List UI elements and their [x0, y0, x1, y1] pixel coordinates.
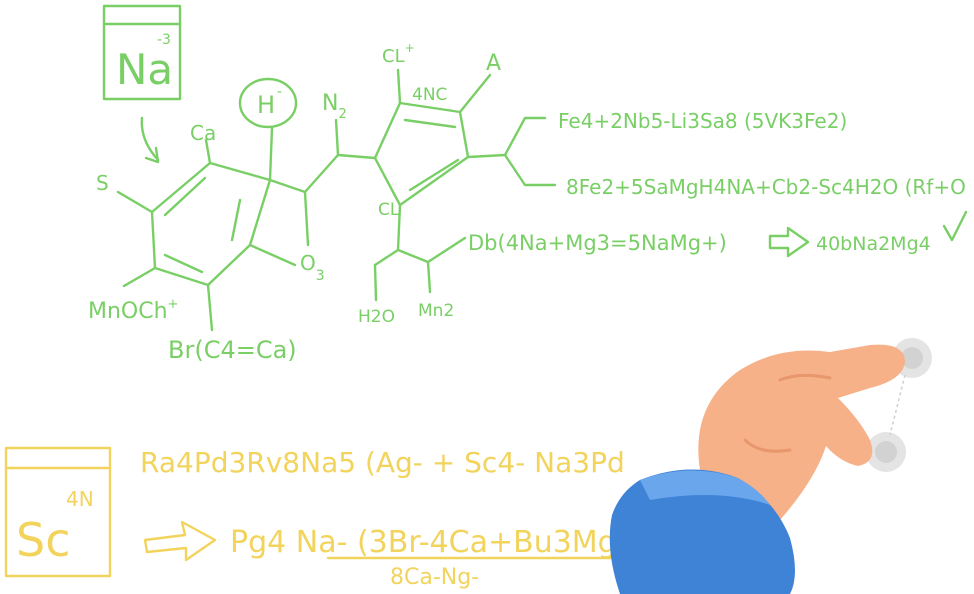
sc-superscript: 4N: [66, 487, 94, 511]
ca-label: Ca: [190, 121, 216, 145]
pointing-hand-icon: [609, 338, 932, 594]
s-label: S: [96, 171, 109, 195]
cl-plus-label: CL+: [382, 41, 415, 67]
checkmark-icon: [942, 210, 968, 242]
na-symbol: Na: [116, 45, 173, 94]
equation-db: Db(4Na+Mg3=5NaMg+): [468, 231, 727, 255]
4nc-label: 4NC: [412, 85, 447, 105]
equation-pg: Pg4 Na- (3Br-4Ca+Bu3Mg-): [230, 525, 639, 560]
mnoch-label: MnOCh+: [88, 297, 178, 324]
o3-label: O3: [300, 251, 325, 284]
sc-symbol: Sc: [16, 513, 71, 567]
h-minus-circle: H -: [238, 77, 298, 129]
pentagon-ring: [373, 68, 507, 252]
h2o-label: H2O: [358, 307, 395, 327]
touch-point-icon: [866, 338, 932, 472]
mn2-label: Mn2: [418, 301, 454, 321]
sc-element-box: Sc 4N: [4, 446, 112, 578]
h-superscript: -: [277, 84, 282, 100]
na-superscript: -3: [157, 32, 171, 48]
down-arrow-icon: [140, 116, 160, 164]
n2-label: N2: [322, 91, 347, 122]
cl-label: CL: [378, 200, 400, 220]
equation-denominator: 8Ca-Ng-: [390, 565, 479, 590]
equation-fe: Fe4+2Nb5-Li3Sa8 (5VK3Fe2): [558, 109, 847, 133]
h-symbol: H: [257, 91, 275, 119]
equation-result: 40bNa2Mg4: [816, 233, 931, 255]
na-element-box: Na -3: [102, 4, 182, 101]
double-arrow-icon: [143, 520, 217, 562]
equation-ra: Ra4Pd3Rv8Na5 (Ag- + Sc4- Na3Pd: [140, 446, 625, 479]
equation-8fe: 8Fe2+5SaMgH4NA+Cb2-Sc4H2O (Rf+O: [566, 175, 966, 199]
br-label: Br(C4=Ca): [168, 336, 297, 364]
double-arrow-icon: [768, 226, 810, 258]
a-label: A: [486, 51, 501, 76]
